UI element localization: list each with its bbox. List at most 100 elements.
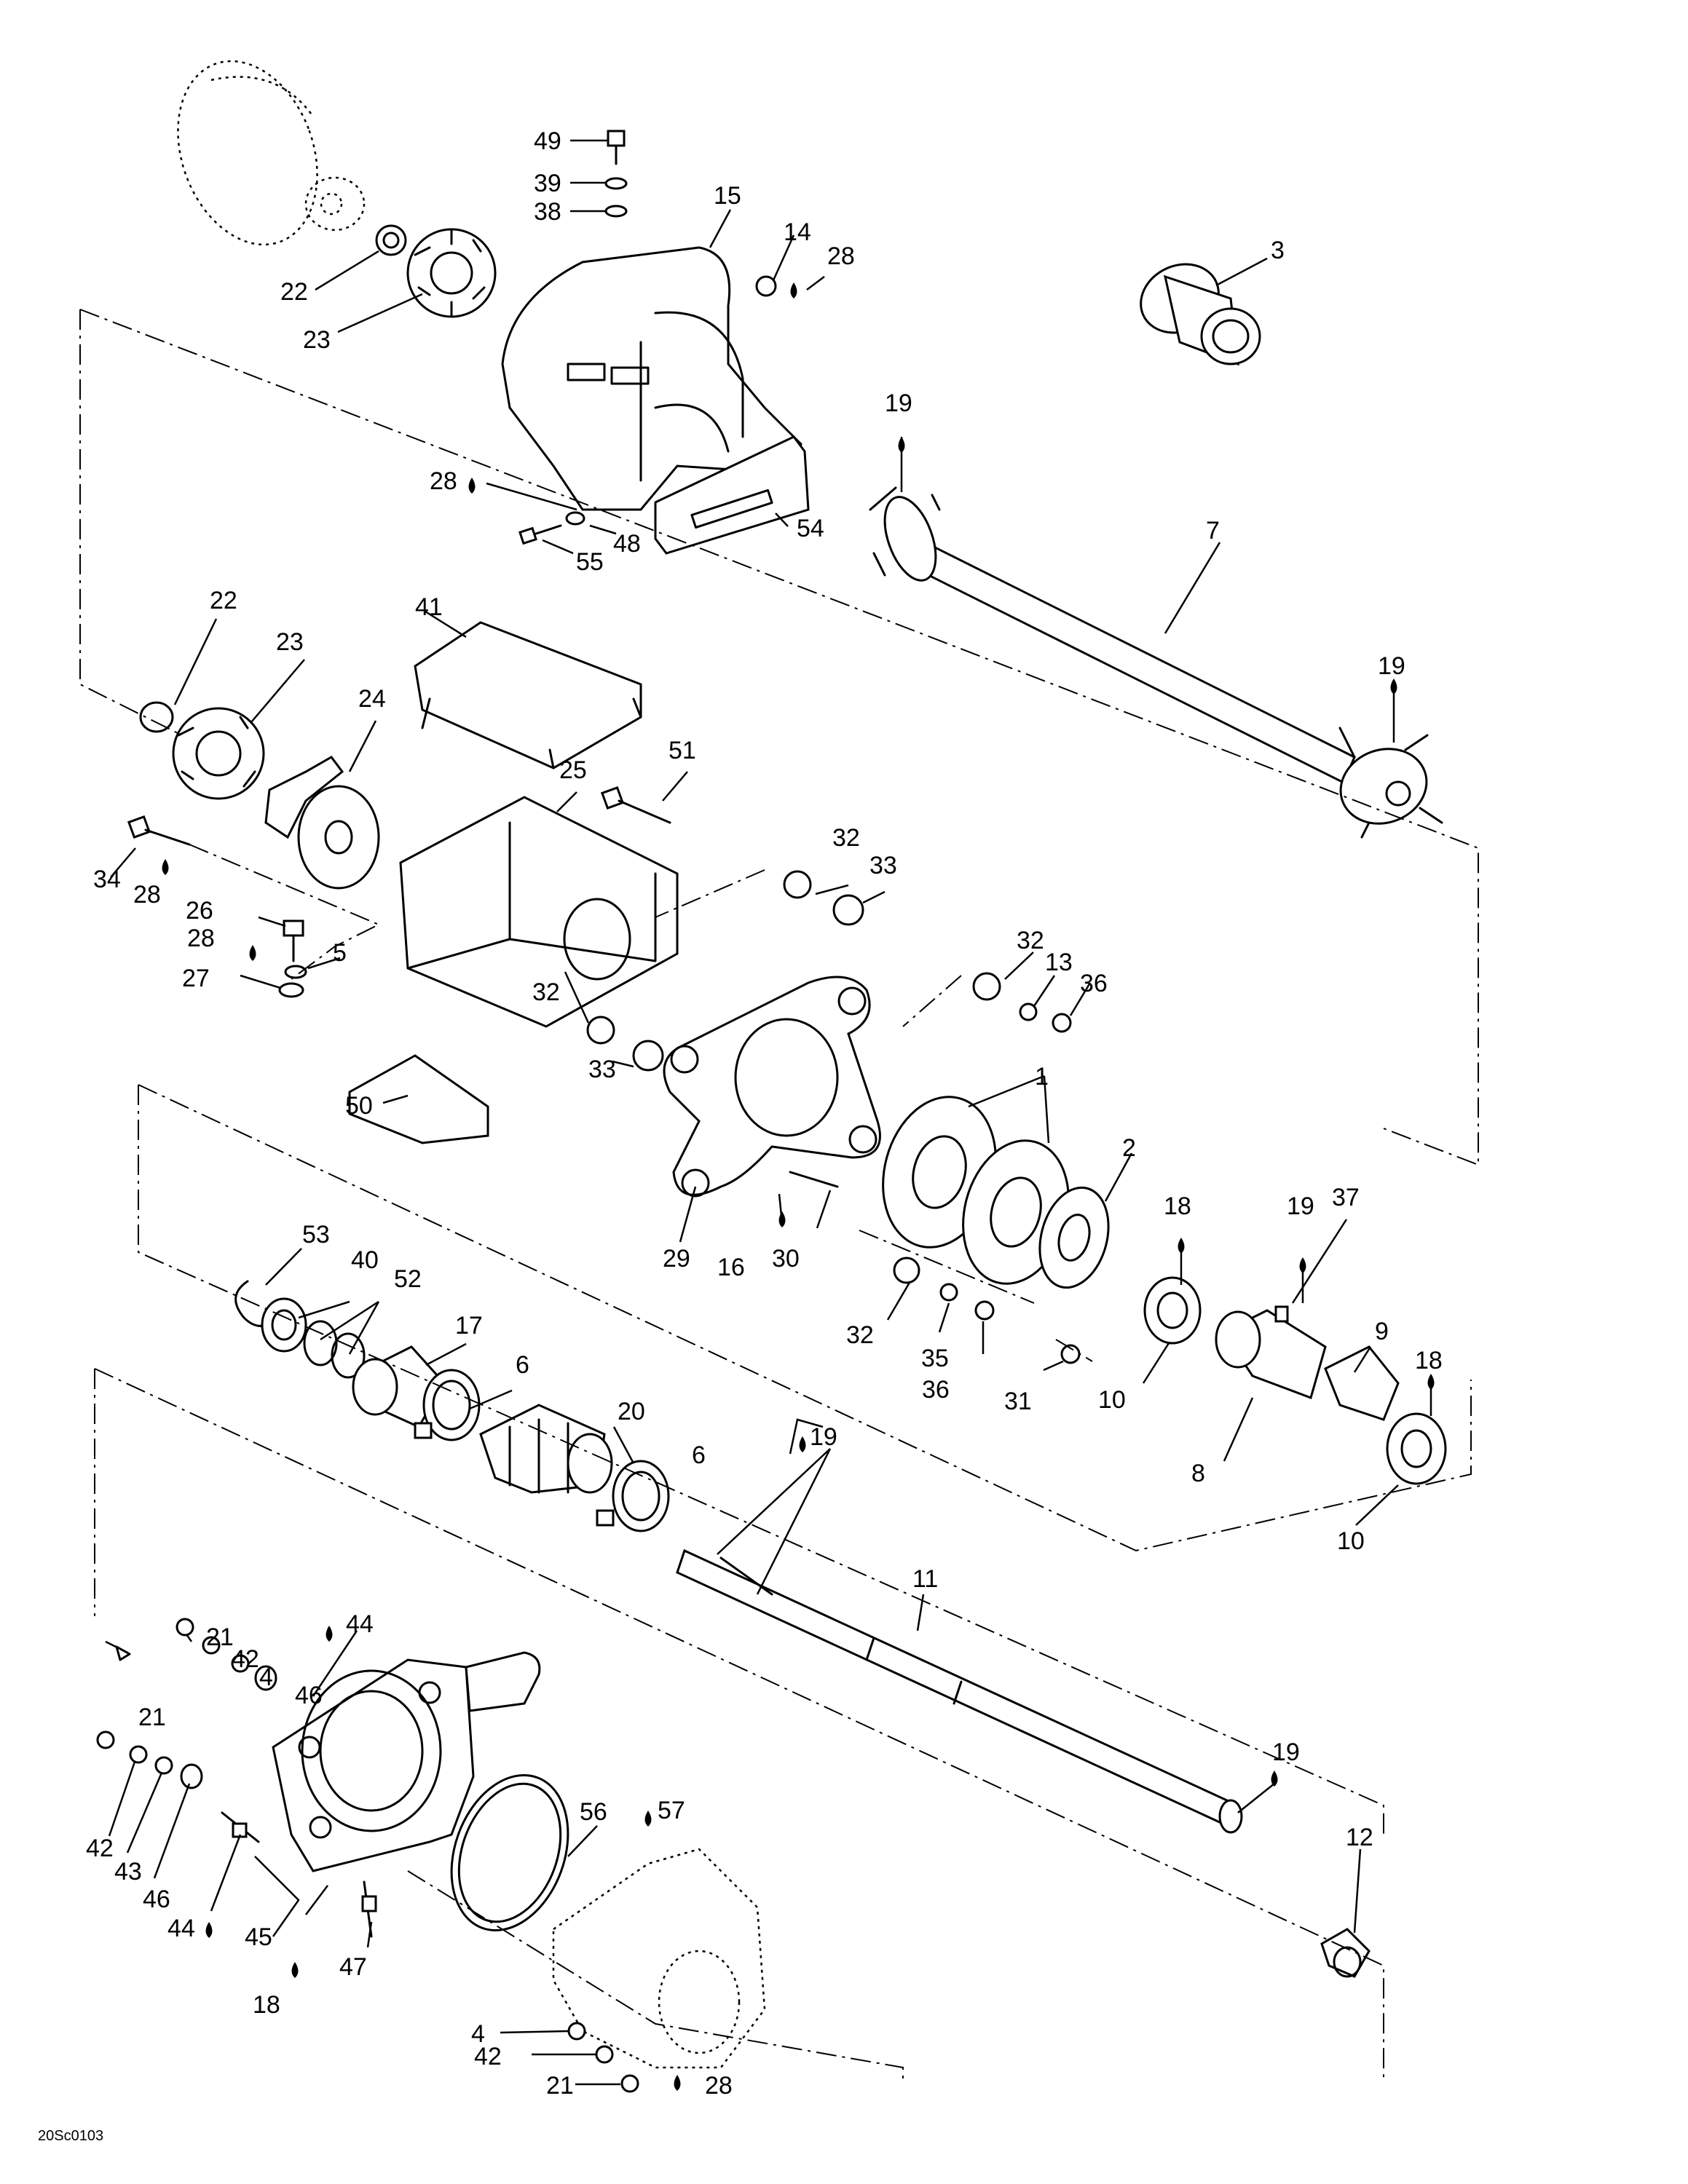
callout-label: 33	[588, 1056, 616, 1083]
assembly-guide-lines	[79, 309, 1479, 2082]
grease-drop-icon	[898, 437, 905, 453]
sleeve-part-33-b	[632, 1040, 664, 1072]
plate-part-2	[1038, 1186, 1110, 1289]
grease-fitting-part-37	[1274, 1305, 1289, 1323]
callout-label: 33	[869, 852, 897, 879]
callout-label: 19	[1287, 1192, 1314, 1220]
callout-label: 36	[1080, 970, 1108, 997]
washer-part-27	[278, 982, 304, 998]
callout-label: 19	[1272, 1738, 1300, 1766]
callout-label: 53	[302, 1221, 330, 1249]
washer-part-46-b	[180, 1763, 203, 1789]
callout-label: 15	[714, 182, 741, 210]
grease-drop-icon	[249, 945, 256, 961]
screw-part-49	[607, 130, 626, 165]
callout-label: 54	[797, 515, 824, 542]
callout-label: 43	[114, 1858, 142, 1886]
callout-label: 21	[138, 1704, 166, 1731]
washer-part-42-a	[202, 1636, 221, 1655]
callout-label: 16	[717, 1254, 745, 1281]
washer-part-35	[939, 1283, 958, 1302]
grease-drop-icon	[1178, 1238, 1185, 1254]
nut-part-36-a	[1052, 1013, 1072, 1033]
grease-drop-icon	[799, 1436, 806, 1452]
callout-label: 4	[259, 1663, 273, 1691]
bushing-part-32-d	[893, 1257, 920, 1284]
sleeve-part-33-a	[832, 894, 864, 926]
driveshaft-guard-part-15	[501, 246, 802, 511]
washer-part-46-a	[254, 1665, 277, 1691]
washer-part-42-b	[129, 1745, 148, 1764]
callout-label: 12	[1346, 1824, 1373, 1851]
callout-label: 28	[133, 881, 161, 909]
screw-part-34	[127, 815, 191, 846]
callout-label: 49	[534, 127, 561, 155]
callout-label: 48	[613, 530, 641, 558]
rubber-damper-part-23-top	[406, 228, 497, 318]
grease-drop-icon	[1390, 678, 1397, 695]
wear-ring-part-56	[450, 1773, 569, 1932]
callout-label: 18	[253, 1991, 280, 2019]
grease-drop-icon	[291, 1962, 299, 1978]
washer-part-38	[604, 205, 628, 218]
callout-label: 29	[663, 1245, 690, 1273]
sleeve-part-3	[1140, 263, 1261, 366]
grease-drop-icon	[790, 282, 797, 298]
callout-label: 26	[186, 897, 213, 925]
callout-label: 34	[93, 866, 121, 893]
callout-labels: 49 39 38 15 14 28 3 22 23 19 28 48 55 54…	[86, 127, 1443, 2100]
rubber-boot-part-20	[479, 1404, 613, 1494]
callout-label: 36	[922, 1376, 950, 1404]
grease-drop-icon	[1427, 1374, 1435, 1390]
o-ring-part-52-a	[303, 1320, 338, 1366]
callout-label: 13	[1045, 949, 1073, 976]
callout-label: 46	[295, 1682, 323, 1709]
cap-part-12	[1320, 1928, 1370, 1978]
sleeve-part-17	[352, 1345, 446, 1428]
callout-label: 32	[532, 978, 560, 1006]
nut-part-21-b	[96, 1730, 115, 1749]
mounting-plate-part-50	[348, 1054, 489, 1144]
callout-label: 31	[1004, 1388, 1032, 1415]
cover-plate-part-41	[414, 621, 642, 769]
callout-label: 25	[559, 756, 587, 784]
screw-part-51	[600, 786, 671, 824]
bushing-part-32-b	[972, 972, 1001, 1001]
grease-drop-icons	[162, 282, 1435, 2091]
grease-drop-icon	[205, 1922, 213, 1938]
ring-part-40	[261, 1297, 307, 1353]
callout-label: 57	[658, 1797, 685, 1824]
callout-label: 18	[1415, 1347, 1443, 1374]
grease-drop-icon	[326, 1626, 333, 1642]
figure-code: 20Sc0103	[38, 2128, 103, 2144]
callout-label: 5	[333, 939, 347, 967]
callout-label: 47	[339, 1953, 367, 1981]
callout-label: 52	[394, 1265, 422, 1293]
engine-flywheel-outline	[177, 60, 366, 246]
coupler-part-24	[264, 756, 380, 890]
callout-label: 9	[1375, 1318, 1389, 1345]
pump-housing-part-44	[272, 1651, 541, 1872]
callout-label: 23	[303, 326, 331, 354]
seal-part-10-b	[1386, 1412, 1447, 1485]
callout-label: 10	[1337, 1527, 1365, 1555]
callout-label: 32	[846, 1321, 874, 1349]
bearing-support-part-25	[399, 796, 679, 1028]
callout-label: 1	[1035, 1063, 1049, 1091]
callout-label: 10	[1098, 1386, 1126, 1414]
washer-part-39	[604, 177, 628, 190]
washer-part-42-c	[595, 2045, 614, 2064]
callout-label: 14	[784, 218, 811, 246]
driveshaft-part-7	[869, 486, 1443, 839]
callout-label: 19	[810, 1423, 837, 1451]
callout-label: 19	[1378, 652, 1405, 680]
callout-label: 45	[245, 1923, 272, 1951]
stud-part-30	[789, 1171, 839, 1188]
nut-part-36-b	[974, 1300, 995, 1321]
tube-part-8	[1215, 1309, 1327, 1399]
grease-drop-icon	[644, 1811, 652, 1827]
callout-label: 42	[86, 1835, 114, 1862]
washer-part-48	[565, 511, 585, 526]
jet-pump-outline	[552, 1848, 766, 2069]
